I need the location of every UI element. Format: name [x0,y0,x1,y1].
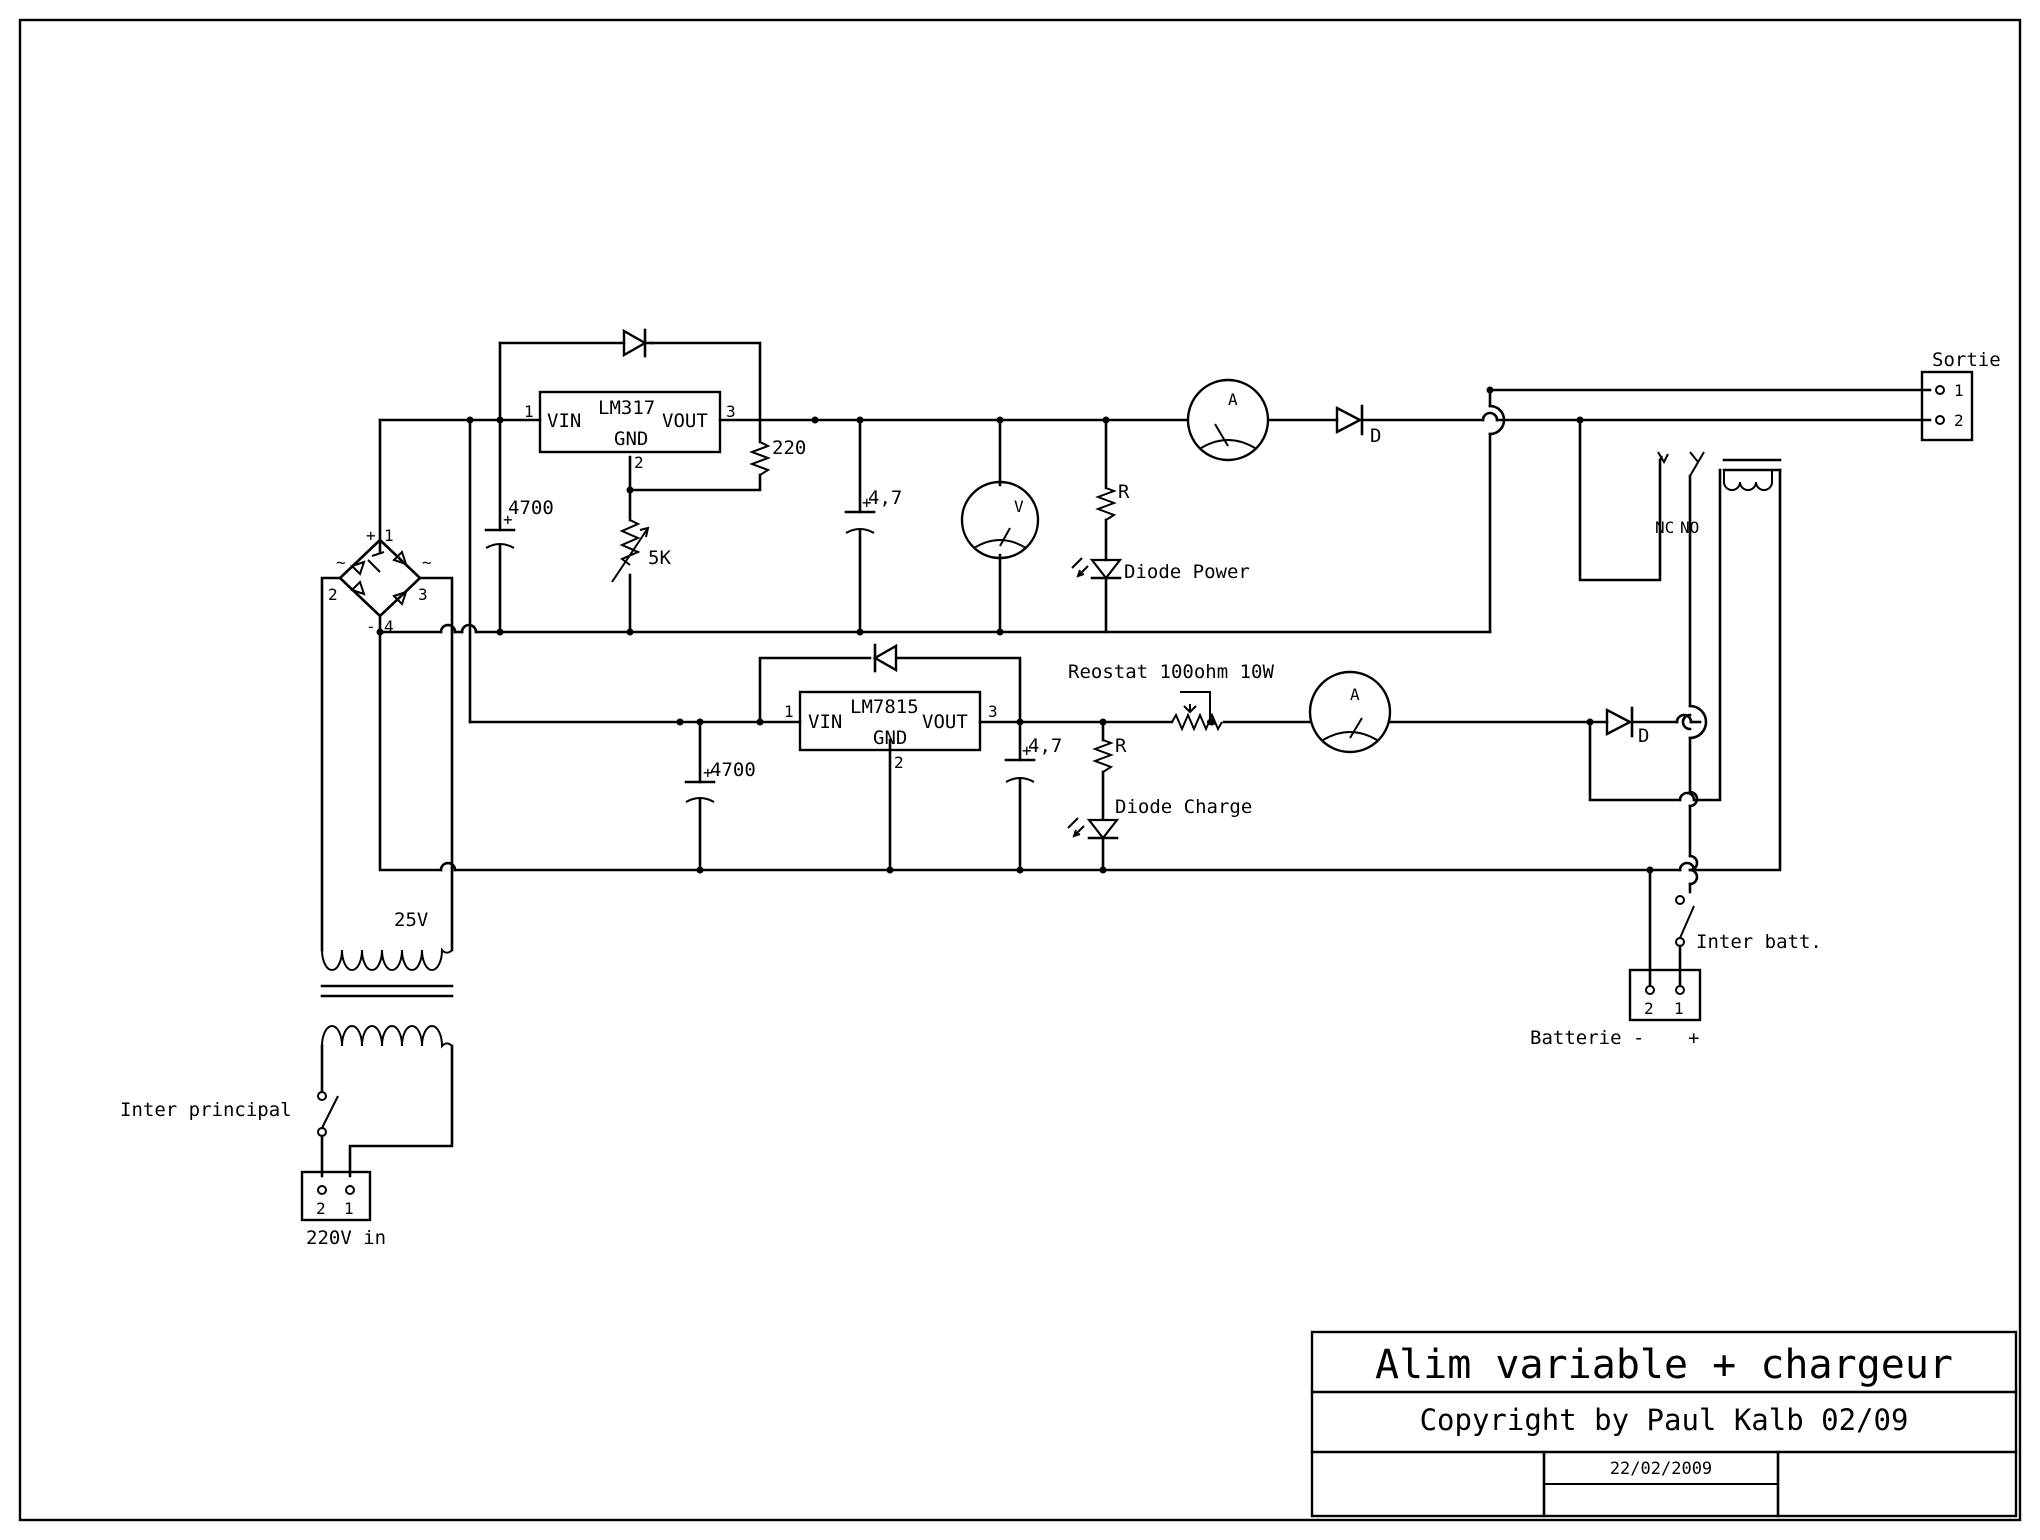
bridge-plus: + [366,526,376,545]
diode-d1-label: D [1370,425,1381,447]
upper-protection-diode [622,328,654,358]
lower-wiring [468,468,1782,872]
battery-pin2: 2 [1644,999,1654,1018]
upper-junctions [376,386,1584,636]
lm317-regulator: LM317 VIN VOUT GND 1 3 2 [524,390,736,472]
cap-4700-lower-label: 4700 [710,759,756,781]
lm7815-pin2: 2 [894,753,904,772]
sortie-pin2: 2 [1954,411,1964,430]
lm317-gnd: GND [614,428,648,450]
bridge-ac2: ~ [422,553,432,572]
title-block: Alim variable + chargeur Copyright by Pa… [1310,1330,2018,1518]
lm317-name: LM317 [598,397,655,419]
resistor-r1-label: R [1118,481,1130,503]
led-power-label: Diode Power [1124,561,1250,583]
lm7815-vout: VOUT [922,711,968,733]
cap-4-7-upper-label: 4,7 [868,487,902,509]
battery-pin1: 1 [1674,999,1684,1018]
lm317-vout: VOUT [662,410,708,432]
cap-4-7-lower-label: 4,7 [1028,735,1062,757]
title-text: Alim variable + chargeur [1375,1342,1953,1388]
bridge-rectifier: + 1 ~ ~ 2 3 - 4 [320,526,1682,952]
bridge-pin2: 2 [328,585,338,604]
lm7815-name: LM7815 [850,696,919,718]
bridge-ac1: ~ [336,553,346,572]
lower-junctions [676,718,1654,874]
capacitor-4-7-lower: + 4,7 [1004,735,1062,783]
diode-d-lower: D [1605,706,1649,747]
bridge-pin4: 4 [384,617,394,636]
diode-d-upper: D [1335,404,1381,447]
sortie-pin1: 1 [1954,381,1964,400]
ammeter-upper-label: A [1228,390,1238,409]
bridge-pin1: 1 [384,526,394,545]
svg-text:+: + [862,493,872,512]
sortie-connector: 1 2 Sortie [1920,349,2001,442]
voltmeter-label: V [1014,497,1024,516]
copyright-text: Copyright by Paul Kalb 02/09 [1420,1403,1909,1437]
relay: NC NO [1578,418,1782,894]
drawing-frame [18,18,2022,1522]
mains-section: Inter principal 2 1 220V in [120,1091,386,1249]
lm7815-regulator: LM7815 VIN VOUT GND 1 3 2 [784,690,998,772]
mains-pin1: 1 [344,1199,354,1218]
lm317-pin2: 2 [634,453,644,472]
lm7815-pin1: 1 [784,702,794,721]
mains-label: 220V in [306,1227,386,1249]
bridge-minus: - [366,617,376,636]
svg-text:+: + [503,510,513,529]
transformer-voltage: 25V [394,909,428,931]
lm317-pin3: 3 [726,402,736,421]
sortie-label: Sortie [1932,349,2001,371]
upper-wiring [378,341,1932,724]
lm317-pin1: 1 [524,402,534,421]
main-switch-label: Inter principal [120,1099,292,1121]
battery-section: Inter batt. 2 1 Batterie - + [1530,868,1822,1049]
pot-5k-label: 5K [648,547,671,569]
reostat-100ohm: Reostat 100ohm 10W [1068,661,1274,732]
relay-no: NO [1680,518,1699,537]
battery-switch-label: Inter batt. [1696,931,1822,953]
capacitor-4-7-upper: + 4,7 [844,487,902,534]
lm317-vin: VIN [547,410,581,432]
resistor-220: 220 [749,437,806,476]
resistor-220-label: 220 [772,437,806,459]
svg-text:+: + [1022,741,1032,760]
potentiometer-5k: 5K [611,519,671,583]
ammeter-lower: A [1308,670,1392,754]
cap-4700-upper-label: 4700 [508,497,554,519]
bridge-pin3: 3 [418,585,428,604]
led-charge-branch: R Diode Charge [1067,735,1252,840]
svg-text:+: + [703,763,713,782]
date-text: 22/02/2009 [1610,1459,1712,1479]
diode-d2-label: D [1638,725,1649,747]
capacitor-4700-lower: + 4700 [684,759,756,803]
lm7815-vin: VIN [808,711,842,733]
led-charge-label: Diode Charge [1115,796,1252,818]
voltmeter: V [960,480,1040,560]
ammeter-upper: A [1186,378,1270,462]
resistor-r2-label: R [1115,735,1127,757]
battery-label: Batterie - [1530,1027,1644,1049]
ammeter-lower-label: A [1350,685,1360,704]
reostat-label: Reostat 100ohm 10W [1068,661,1274,683]
led-power-branch: R Diode Power [1071,481,1250,583]
capacitor-4700-upper: + 4700 [484,497,554,549]
lower-protection-diode [872,643,898,673]
transformer: 25V [320,909,454,1178]
lm7815-pin3: 3 [988,702,998,721]
battery-plus: + [1688,1027,1699,1049]
mains-pin2: 2 [316,1199,326,1218]
relay-nc: NC [1655,518,1674,537]
lm7815-gnd: GND [873,727,907,749]
